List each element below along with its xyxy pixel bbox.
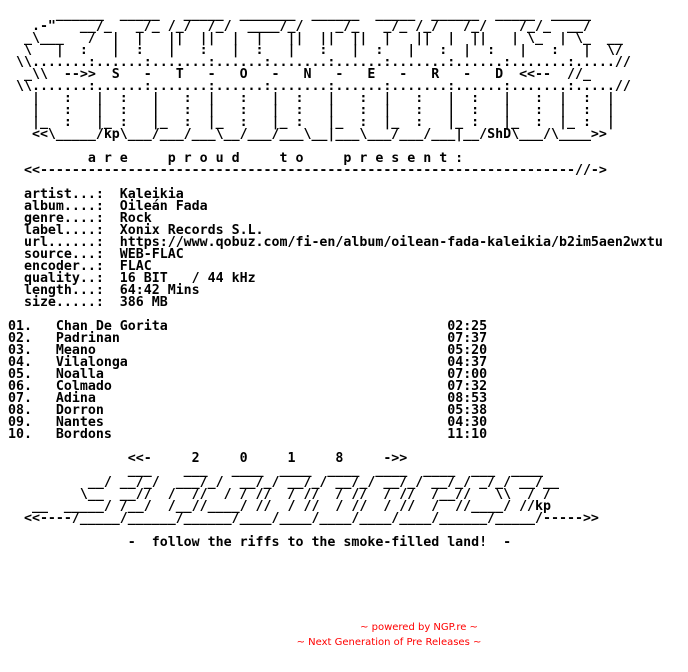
ascii-logo-line: \\.......:......:.......:......:.......:… (8, 79, 631, 94)
info-value: Xonix Records S.L. (119, 223, 264, 238)
ascii-footer-logo-line: __/ __/_/ ___/_/ __/_/ __/_/ __/_/ __/_/… (8, 475, 559, 490)
info-label: encoder..: (8, 259, 120, 274)
present-divider: <<--------------------------------------… (8, 163, 607, 178)
track-number: 01. (8, 319, 56, 334)
track-row: 04. Vilalonga 04:37 (8, 355, 487, 370)
info-row: genre....: Rock (8, 211, 152, 226)
ascii-footer-logo-line: __ _____/ /__/ /__//____/ // / // / // /… (8, 499, 552, 514)
nfo-text: ______ _____ _____ _______ ______ _____ … (8, 7, 663, 550)
info-value: https://www.qobuz.com/fi-en/album/oilean… (119, 235, 663, 250)
track-title: Meano (55, 343, 448, 358)
track-title: Dorron (55, 403, 448, 418)
info-label: size.....: (8, 295, 120, 310)
info-label: genre....: (8, 211, 120, 226)
track-time: 05:20 (447, 343, 488, 358)
track-row: 10. Bordons 11:10 (8, 427, 487, 442)
info-label: quality..: (8, 271, 120, 286)
track-number: 08. (8, 403, 56, 418)
next-generation-text: ~ Next Generation of Pre Releases ~ (296, 637, 482, 648)
track-number: 04. (8, 355, 56, 370)
info-row: source...: WEB-FLAC (8, 247, 184, 262)
ascii-footer-logo-line: \__ __// / // / / // / // / // / // /__/… (8, 487, 552, 502)
info-value: 16 BIT / 44 kHz (119, 271, 256, 286)
track-time: 11:10 (447, 427, 488, 442)
track-title: Chan De Gorita (55, 319, 448, 334)
track-title: Vilalonga (55, 355, 448, 370)
info-label: label....: (8, 223, 120, 238)
year-line: <<- 2 0 1 8 ->> (8, 451, 408, 466)
info-row: length...: 64:42 Mins (8, 283, 200, 298)
info-row: size.....: 386 MB (8, 295, 168, 310)
track-row: 05. Noalla 07:00 (8, 367, 487, 382)
ascii-logo-line: _\___ / | | || || | | || || || | || | ||… (8, 31, 623, 46)
track-time: 04:37 (447, 355, 488, 370)
info-row: album....: Oileán Fada (8, 199, 208, 214)
info-label: artist...: (8, 187, 120, 202)
info-row: label....: Xonix Records S.L. (8, 223, 264, 238)
track-title: Adina (55, 391, 448, 406)
track-row: 01. Chan De Gorita 02:25 (8, 319, 487, 334)
track-time: 04:30 (447, 415, 488, 430)
info-value: Oileán Fada (119, 199, 208, 214)
track-title: Noalla (55, 367, 448, 382)
info-value: WEB-FLAC (119, 247, 184, 262)
track-time: 07:00 (447, 367, 488, 382)
track-title: Nantes (55, 415, 448, 430)
track-row: 06. Colmado 07:32 (8, 379, 487, 394)
ascii-logo-line: _\\ -->> S - T - O - N - E - R - D <<-- … (8, 67, 591, 82)
track-time: 07:32 (447, 379, 488, 394)
release-footer: ~ powered by NGP.re ~ ~ Next Generation … (0, 620, 688, 650)
track-title: Padrinan (55, 331, 448, 346)
present-heading: a r e p r o u d t o p r e s e n t : (8, 151, 464, 166)
ascii-logo-line: <<\_____/kp\___/___/___\__/___/___\__|__… (8, 127, 607, 142)
track-number: 03. (8, 343, 56, 358)
ascii-logo-line: \\.......:......:.......:......:.......:… (8, 55, 631, 70)
info-value: 64:42 Mins (119, 283, 200, 298)
powered-by-text: ~ powered by NGP.re ~ (360, 622, 478, 633)
track-row: 02. Padrinan 07:37 (8, 331, 487, 346)
tagline: - follow the riffs to the smoke-filled l… (8, 535, 512, 550)
ascii-logo-line: | : | : | : | : | : | : | : | : | : | : … (8, 103, 615, 118)
track-time: 05:38 (447, 403, 488, 418)
ascii-logo-line: |_ : |_ : |_ : |_ : |_ : |_ : |_ : |_ : … (8, 115, 615, 130)
info-row: quality..: 16 BIT / 44 kHz (8, 271, 256, 286)
track-time: 08:53 (447, 391, 488, 406)
track-title: Colmado (55, 379, 448, 394)
info-label: url......: (8, 235, 120, 250)
track-number: 10. (8, 427, 56, 442)
track-title: Bordons (55, 427, 448, 442)
track-row: 03. Meano 05:20 (8, 343, 487, 358)
info-label: album....: (8, 199, 120, 214)
info-value: 386 MB (119, 295, 168, 310)
track-number: 09. (8, 415, 56, 430)
track-row: 08. Dorron 05:38 (8, 403, 487, 418)
info-value: Kaleikia (119, 187, 184, 202)
track-row: 09. Nantes 04:30 (8, 415, 487, 430)
ascii-footer-logo-line: ___ ___ ____ ____ ____ ____ ____ ___ ___… (8, 463, 544, 478)
ascii-logo-line: | : | : | : | : | : | : | : | : | : | : … (8, 91, 615, 106)
info-value: Rock (119, 211, 152, 226)
info-row: encoder..: FLAC (8, 259, 152, 274)
info-value: FLAC (119, 259, 152, 274)
track-time: 02:25 (447, 319, 488, 334)
track-number: 05. (8, 367, 56, 382)
info-row: url......: https://www.qobuz.com/fi-en/a… (8, 235, 663, 250)
info-label: length...: (8, 283, 120, 298)
ascii-logo-line: \ | : | : | : | : | : | : | : | : | : | … (8, 43, 623, 58)
track-number: 02. (8, 331, 56, 346)
info-label: source...: (8, 247, 120, 262)
track-time: 07:37 (447, 331, 488, 346)
ascii-logo-line: ______ _____ _____ _______ ______ _____ … (8, 7, 591, 22)
ascii-footer-logo-line: <<----/_____/______/______/____/____/___… (8, 511, 599, 526)
track-number: 07. (8, 391, 56, 406)
track-row: 07. Adina 08:53 (8, 391, 487, 406)
ascii-logo-line: .-" __/_ _/_ /_/ /_/ ____/_/ _/_ _/_ /_/… (8, 19, 591, 34)
track-number: 06. (8, 379, 56, 394)
info-row: artist...: Kaleikia (8, 187, 184, 202)
